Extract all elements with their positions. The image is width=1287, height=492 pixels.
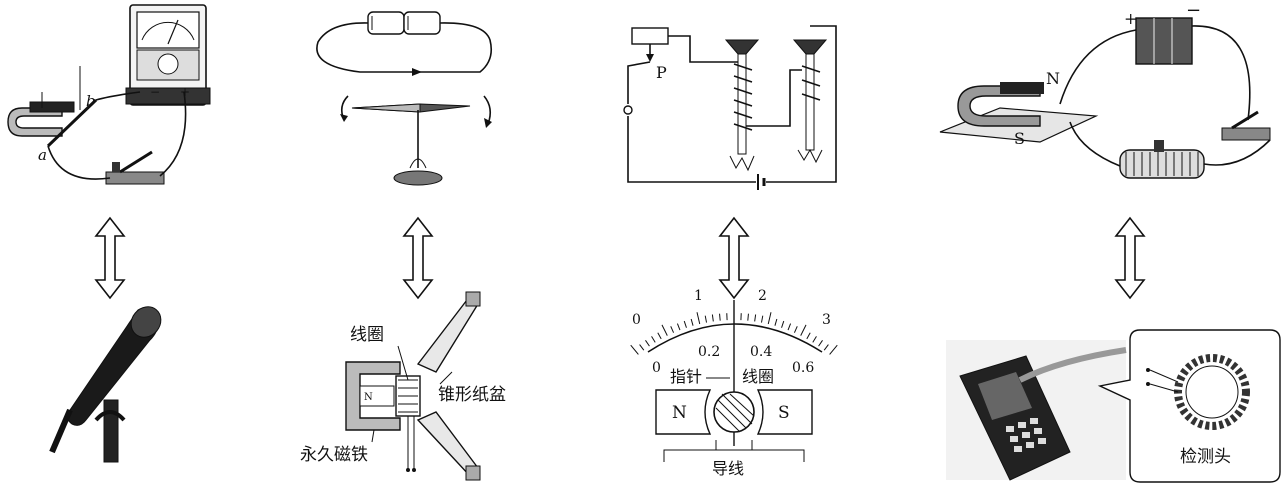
battery-cells bbox=[368, 12, 440, 34]
knife-switch-1 bbox=[106, 152, 164, 184]
scale-top-0: 0 bbox=[632, 312, 641, 328]
dial-tick bbox=[705, 316, 706, 323]
dial-tick bbox=[819, 340, 823, 346]
label-coil-2: 线圈 bbox=[742, 367, 774, 386]
dial-tick bbox=[640, 345, 644, 351]
magnet-S-label: S bbox=[1014, 129, 1025, 148]
horseshoe-magnet-2 bbox=[958, 82, 1044, 126]
speaker-N-label: N bbox=[364, 392, 373, 403]
dial-tick bbox=[761, 316, 762, 323]
dial-tick bbox=[813, 336, 817, 342]
dial-tick bbox=[782, 321, 784, 328]
dial-tick bbox=[830, 345, 838, 354]
dial-tick bbox=[720, 314, 721, 321]
meter-minus-label: − bbox=[150, 85, 160, 99]
dial-tick bbox=[652, 336, 656, 342]
scale-bottom-0: 0 bbox=[652, 360, 661, 376]
dial-tick bbox=[671, 326, 674, 332]
card-reader-photo: 检测头 bbox=[946, 330, 1280, 482]
label-permanent-magnet: 永久磁铁 bbox=[300, 445, 368, 465]
panel-2-oersted-experiment bbox=[317, 12, 492, 185]
label-probe: 检测头 bbox=[1180, 447, 1231, 467]
dial-tick bbox=[712, 314, 713, 321]
double-arrow-2 bbox=[404, 218, 432, 298]
compass-needle bbox=[352, 104, 470, 185]
dial-tick bbox=[631, 345, 639, 354]
dial-tick bbox=[768, 312, 771, 324]
ammeter-dial: 0 1 2 3 0 0.2 0.4 0.6 指针 线圈 N S 导线 bbox=[631, 288, 838, 478]
label-wire: 导线 bbox=[712, 459, 744, 478]
scale-top-1: 1 bbox=[694, 288, 703, 304]
panel-1-induction-experiment: − + a b bbox=[8, 5, 210, 184]
dial-tick bbox=[658, 333, 661, 339]
dial-tick bbox=[824, 345, 828, 351]
dial-tick bbox=[788, 324, 791, 331]
dial-tick bbox=[645, 340, 649, 346]
label-P: P bbox=[656, 63, 667, 82]
label-b: b bbox=[86, 92, 96, 110]
dial-tick bbox=[662, 325, 667, 336]
dial-tick bbox=[801, 325, 806, 336]
panel-4-motor-experiment: N S + − bbox=[940, 0, 1270, 178]
microphone bbox=[52, 301, 167, 462]
galvanometer: − + bbox=[126, 5, 210, 105]
electromagnet-nail-1 bbox=[726, 40, 758, 170]
dial-tick bbox=[775, 319, 777, 326]
knife-switch-2 bbox=[1222, 112, 1270, 140]
scale-bottom-1: 0.2 bbox=[698, 344, 720, 360]
battery-plus-label: + bbox=[1124, 9, 1137, 28]
dial-tick bbox=[691, 319, 693, 326]
dial-tick bbox=[697, 312, 700, 324]
label-coil: 线圈 bbox=[350, 325, 384, 345]
battery-pack: + − bbox=[1124, 0, 1201, 64]
cone-upper bbox=[418, 296, 478, 372]
dial-tick bbox=[677, 324, 680, 331]
dial-tick bbox=[684, 321, 686, 328]
rheostat bbox=[632, 28, 668, 44]
dial-tick bbox=[794, 326, 797, 332]
pole-N-label: N bbox=[672, 403, 687, 423]
panel-3-electromagnet-experiment: P bbox=[624, 26, 836, 190]
dial-tick bbox=[755, 314, 756, 321]
sliding-rheostat bbox=[1120, 140, 1204, 178]
label-needle: 指针 bbox=[670, 367, 702, 386]
dial-tick bbox=[807, 333, 810, 339]
double-arrow-4 bbox=[1116, 218, 1144, 298]
scale-bottom-3: 0.6 bbox=[792, 360, 814, 376]
loudspeaker: N 线圈 锥形纸盆 永久磁铁 bbox=[300, 292, 506, 480]
scale-top-2: 2 bbox=[758, 288, 767, 304]
magnet-N-label: N bbox=[1046, 69, 1060, 88]
label-cone: 锥形纸盆 bbox=[438, 385, 506, 405]
electromagnet-nail-2 bbox=[794, 40, 826, 162]
double-arrow-1 bbox=[96, 218, 124, 298]
scale-top-3: 3 bbox=[822, 312, 831, 328]
double-arrow-3 bbox=[720, 218, 748, 298]
pole-S-label: S bbox=[778, 403, 790, 423]
dial-tick bbox=[748, 314, 749, 321]
scale-bottom-2: 0.4 bbox=[750, 344, 772, 360]
battery-minus-label: − bbox=[1186, 0, 1201, 21]
label-a: a bbox=[38, 146, 47, 164]
